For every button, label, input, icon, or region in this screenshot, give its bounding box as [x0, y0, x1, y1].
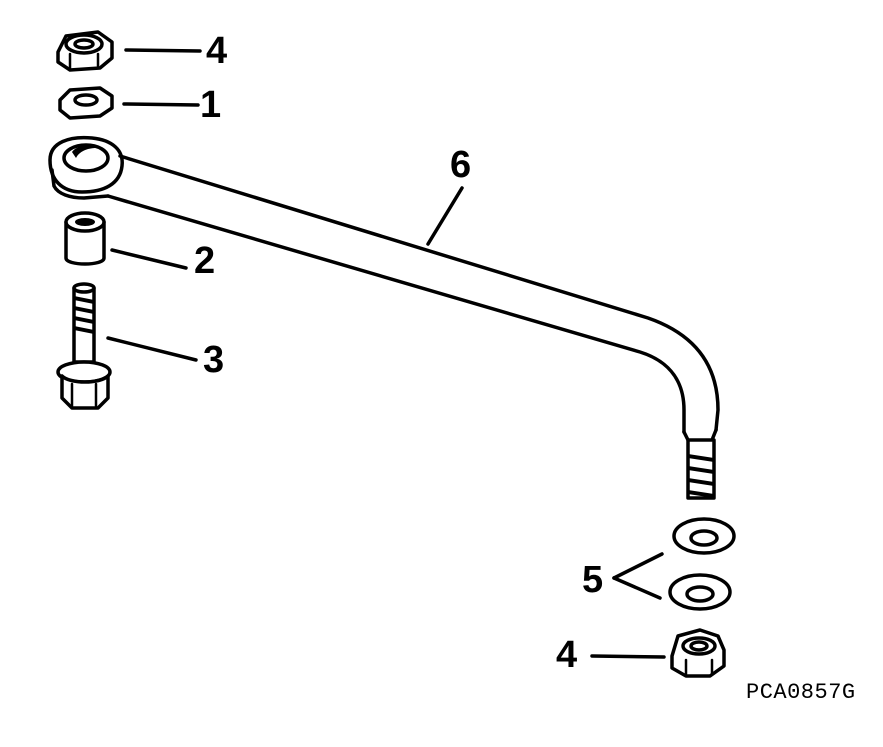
leader-line-spacer — [110, 248, 188, 270]
callout-5: 5 — [582, 559, 604, 601]
washer-bottom-lower — [668, 573, 732, 611]
locknut-bottom — [670, 628, 726, 678]
callout-6: 6 — [450, 144, 472, 186]
washer-bottom-upper — [672, 517, 736, 555]
callout-4-top: 4 — [206, 30, 228, 72]
link-rod — [48, 135, 720, 500]
washer-top — [58, 86, 114, 120]
flange-bolt — [56, 282, 112, 410]
figure-code: PCA0857G — [746, 680, 856, 705]
leader-line-link-rod — [426, 186, 464, 246]
callout-4-bottom: 4 — [556, 634, 578, 676]
callout-1: 1 — [200, 84, 222, 126]
leader-line-nut-bottom — [590, 654, 666, 659]
locknut-top — [56, 30, 114, 72]
spacer-sleeve — [64, 211, 106, 266]
leader-line-washers-lower — [612, 576, 662, 600]
leader-line-washers-upper — [612, 552, 664, 580]
leader-line-nut-top — [124, 48, 202, 53]
leader-line-washer-top — [122, 102, 200, 107]
leader-line-bolt — [106, 336, 198, 362]
callout-3: 3 — [203, 339, 225, 381]
callout-2: 2 — [194, 240, 216, 282]
